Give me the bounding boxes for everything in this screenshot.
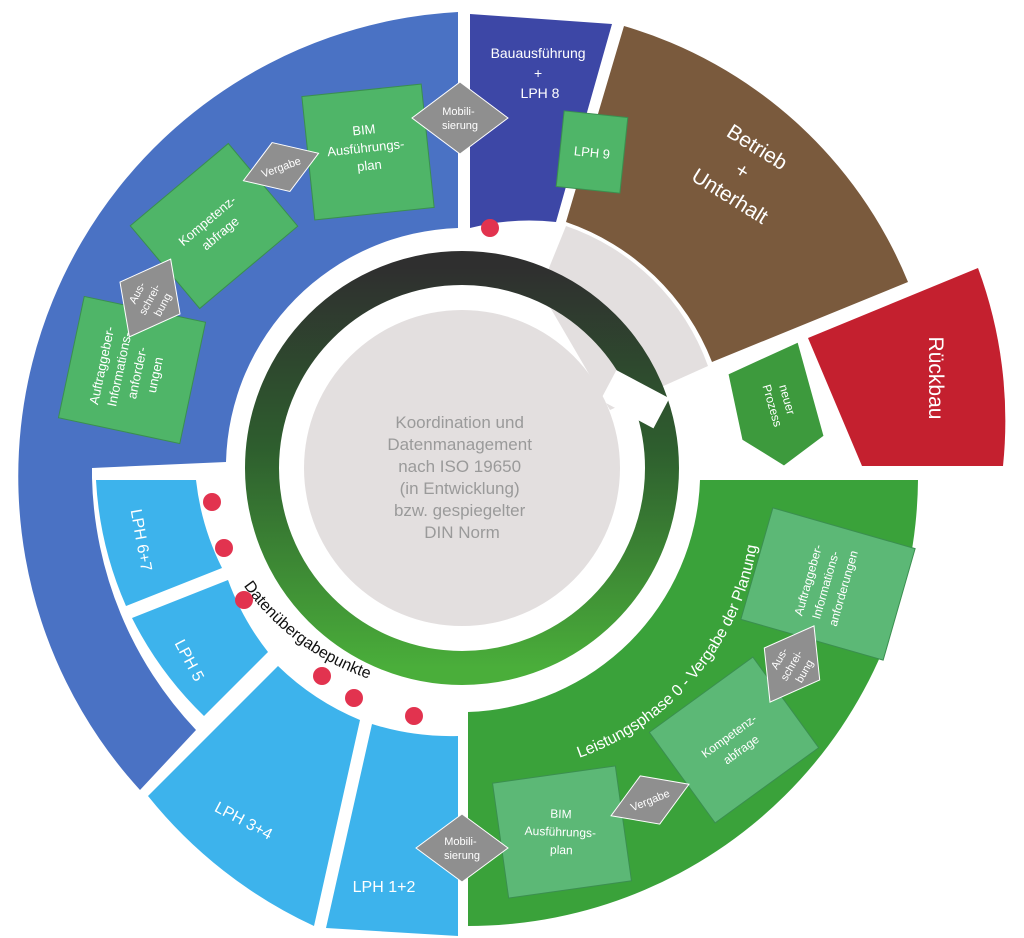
betrieb-segment (566, 26, 908, 362)
lr-mobilisierung-diamond: Mobili- sierung (415, 813, 509, 883)
bauausfuehrung-segment (470, 14, 612, 228)
ring-gap-cover (600, 370, 670, 429)
center-line: Datenmanagement (387, 435, 532, 454)
handover-dot (313, 667, 331, 685)
lr-ausschreibung-diamond: Aus- schrei- bung (763, 625, 821, 703)
handover-dot (481, 219, 499, 237)
lph-5-segment (132, 580, 268, 716)
center-line: (in Entwicklung) (400, 479, 520, 498)
center-disc (304, 310, 620, 626)
lr-vergabe-diamond: Vergabe (610, 775, 690, 825)
lr-bim-box: BIM Ausführungs- plan (491, 765, 633, 899)
ul-vergabe-diamond: Vergabe (242, 142, 320, 192)
lph-1-2-label: LPH 1+2 (353, 879, 416, 896)
center-line: DIN Norm (424, 523, 500, 542)
lph9-box: LPH 9 (555, 110, 629, 194)
rueckbau-label: Rückbau (924, 337, 947, 420)
center-line: Koordination und (395, 413, 524, 432)
center-line: nach ISO 19650 (398, 457, 521, 476)
handover-dot (235, 591, 253, 609)
betrieb-inner-wedge (540, 226, 708, 410)
rueckbau-segment (808, 268, 1006, 466)
handover-dot (405, 707, 423, 725)
lph-1-2-segment (326, 724, 458, 936)
svg-text:LPH 9: LPH 9 (573, 143, 611, 162)
lph-3-4-segment (148, 666, 360, 926)
svg-text:BIM Ausführungs- p: BIM Ausführungs- plan (524, 806, 600, 859)
svg-text:Mobili- sierung: Mobili- sierung (444, 836, 480, 862)
neuer-prozess-arrow: neuer Prozess (727, 341, 825, 467)
handover-dot (215, 539, 233, 557)
ul-auftraggeber-box: Auftraggeber- Informations- anforder- un… (57, 295, 207, 445)
center-ring (245, 251, 679, 685)
center-text: Koordination und Datenmanagement nach IS… (387, 413, 536, 542)
center-line: bzw. gespiegelter (394, 501, 526, 520)
ul-bim-box: BIM Ausführungs- plan (301, 83, 435, 221)
svg-text:Mobili- sierung: Mobili- sierung (442, 106, 478, 132)
handover-dot (203, 493, 221, 511)
lph-6-7-segment (96, 480, 222, 606)
bauausfuehrung-label: Bauausführung + LPH 8 (491, 45, 590, 101)
lr-auftraggeber-box: Auftraggeber- Informations- anforderunge… (740, 507, 916, 661)
ul-ausschreibung-diamond: Aus- schrei- bung (119, 258, 181, 338)
ul-mobilisierung-diamond: Mobili- sierung (411, 81, 509, 155)
handover-dot (345, 689, 363, 707)
